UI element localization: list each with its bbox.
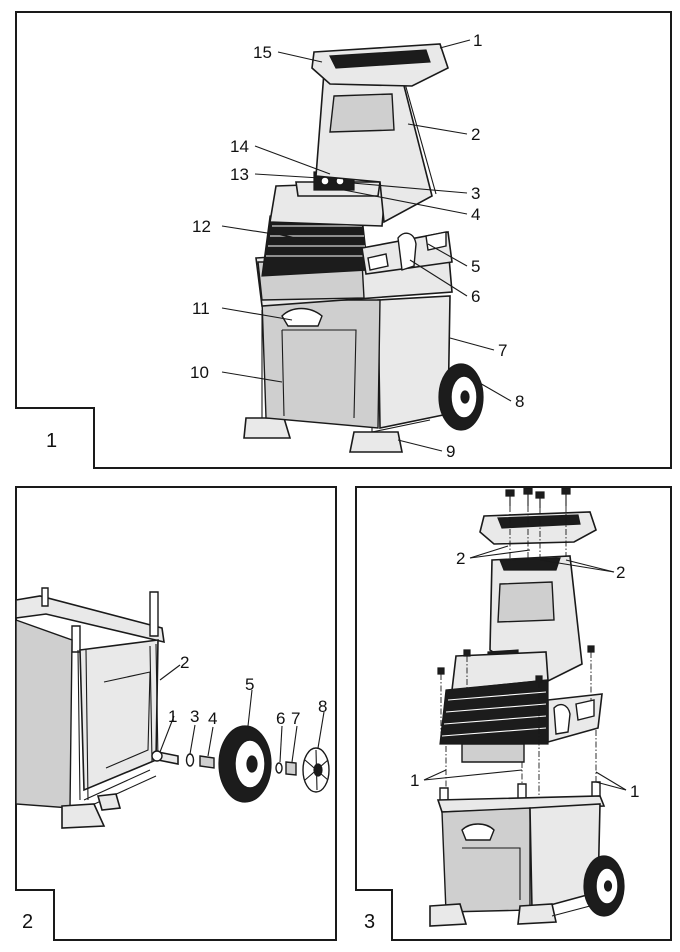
figure-1-number: 1 (46, 430, 57, 452)
fig1-callout-13: 13 (230, 165, 249, 184)
figure-3-number: 3 (364, 911, 375, 933)
figure-2-wheel-assembly (151, 725, 330, 803)
fig2-callout-2: 2 (180, 653, 189, 672)
fig1-callout-6: 6 (471, 287, 480, 306)
fig1-callout-2: 2 (471, 125, 480, 144)
fig1-callout-14: 14 (230, 137, 249, 156)
fig3-callout-2-left: 2 (456, 549, 465, 568)
fig2-callout-8: 8 (318, 697, 327, 716)
fig2-callout-5: 5 (245, 675, 254, 694)
fig2-callout-6: 6 (276, 709, 285, 728)
figure-1: 1 2 3 4 5 6 7 8 9 10 11 12 13 14 15 1 (15, 11, 672, 469)
fig1-callout-10: 10 (190, 363, 209, 382)
figure-2-frame (15, 486, 337, 941)
figure-1-shredder-illustration (243, 43, 484, 453)
fig1-callout-5: 5 (471, 257, 480, 276)
figure-2-callouts: 1 2 3 4 5 6 7 8 (168, 653, 327, 728)
nut-7 (285, 761, 297, 776)
fig1-callout-1: 1 (473, 31, 482, 50)
figure-2-frame-and-box-illustration (15, 587, 165, 829)
spacer-4 (199, 755, 215, 769)
figure-3: 1 1 2 2 3 (355, 486, 672, 941)
fig2-callout-4: 4 (208, 709, 217, 728)
fig1-callout-15: 15 (253, 43, 272, 62)
figure-3-frame (355, 486, 672, 941)
figure-3-callouts: 1 1 2 2 (410, 549, 639, 801)
fig1-callout-12: 12 (192, 217, 211, 236)
figure-1-frame (15, 11, 672, 469)
figure-3-assembly-illustration (429, 487, 625, 927)
fig1-callout-4: 4 (471, 205, 480, 224)
figure-3-leader-lines (423, 545, 627, 791)
fig1-callout-9: 9 (446, 442, 455, 461)
fig1-callout-11: 11 (192, 299, 210, 318)
fig3-callout-1-left: 1 (410, 771, 419, 790)
washer-3 (185, 753, 195, 767)
fig1-callout-7: 7 (498, 341, 507, 360)
figure-2: 1 2 3 4 5 6 7 8 2 (15, 486, 337, 941)
top-screws (505, 487, 571, 508)
fig2-callout-1: 1 (168, 707, 177, 726)
figure-1-leader-lines (221, 39, 512, 452)
figure-1-callouts: 1 2 3 4 5 6 7 8 9 10 11 12 13 14 15 (190, 31, 524, 461)
fig1-callout-3: 3 (471, 184, 480, 203)
fig3-callout-2-right: 2 (616, 563, 625, 582)
figure-2-leader-lines (159, 664, 325, 763)
fig2-callout-7: 7 (291, 709, 300, 728)
fig1-callout-8: 8 (515, 392, 524, 411)
fig3-callout-1-right: 1 (630, 782, 639, 801)
fig2-callout-3: 3 (190, 707, 199, 726)
figure-2-number: 2 (22, 911, 33, 933)
washer-6 (275, 762, 283, 774)
